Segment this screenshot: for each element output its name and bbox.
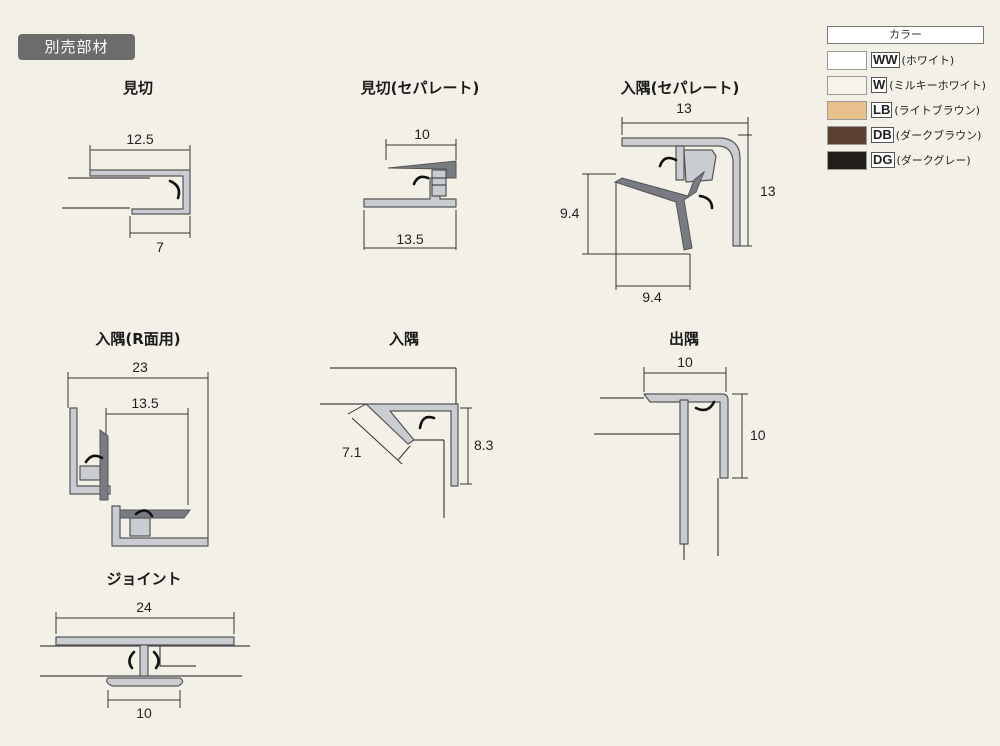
- r-bracket: [79, 465, 101, 481]
- part-title-irisumi: 入隅: [389, 330, 419, 348]
- dim-label: 7: [156, 239, 164, 255]
- corner-stem: [675, 145, 685, 181]
- dim-label: 10: [136, 705, 152, 721]
- separate-cap: [387, 160, 457, 179]
- dim-ext: [347, 403, 367, 415]
- color-code: DG: [871, 152, 895, 168]
- hook-mark: [84, 454, 104, 464]
- outer-corner-stem: [679, 399, 689, 545]
- dim-label: 9.4: [560, 205, 580, 221]
- dim-label: 24: [136, 599, 152, 615]
- dim-label: 13: [676, 100, 692, 116]
- dim-label: 13: [760, 183, 776, 199]
- hook-mark: [152, 650, 160, 670]
- joint-base: [106, 677, 184, 687]
- part-title-mikiri: 見切: [122, 79, 153, 97]
- dim-line: [351, 417, 403, 465]
- corner-cap: [613, 170, 706, 251]
- color-swatch: [827, 75, 867, 95]
- part-desumi: 出隅 10 10: [594, 330, 766, 560]
- r-profile-left: [69, 407, 111, 495]
- dim-label: 10: [414, 126, 430, 142]
- color-name: (ホワイト): [901, 54, 955, 67]
- color-name: (ミルキーホワイト): [889, 79, 986, 92]
- hook-mark: [418, 415, 436, 430]
- legend-row-dg: DG (ダークグレー): [827, 150, 987, 170]
- dim-label: 9.4: [642, 289, 662, 305]
- color-swatch: [827, 50, 867, 70]
- legend-row-w: W (ミルキーホワイト): [827, 75, 987, 95]
- part-title-mikiri-sep: 見切(セパレート): [360, 79, 480, 97]
- hook-mark: [168, 179, 181, 200]
- dim-label: 23: [132, 359, 148, 375]
- anchor-stem: [431, 169, 447, 197]
- color-name: (ダークブラウン): [895, 129, 982, 142]
- color-name: (ダークグレー): [896, 154, 971, 167]
- dim-label: 13.5: [131, 395, 158, 411]
- hook-mark: [698, 194, 714, 210]
- dim-label: 7.1: [342, 444, 362, 460]
- joint-step: [159, 645, 196, 667]
- dim-label: 12.5: [126, 131, 153, 147]
- mikiri-profile: [89, 169, 191, 215]
- part-mikiri: 見切 12.5 7: [62, 79, 191, 255]
- part-irisumi-r: 入隅(R面用) 23 13.5: [67, 330, 209, 547]
- legend-row-lb: LB (ライトブラウン): [827, 100, 987, 120]
- color-swatch: [827, 100, 867, 120]
- color-code: LB: [871, 102, 893, 118]
- outer-corner-profile: [643, 393, 729, 479]
- part-title-irisumi-r: 入隅(R面用): [95, 330, 180, 348]
- joint-stem: [139, 644, 149, 677]
- hook-mark: [694, 400, 716, 412]
- legend-row-db: DB (ダークブラウン): [827, 125, 987, 145]
- hook-mark: [658, 156, 678, 168]
- r-cap-bottom: [119, 509, 191, 519]
- joint-cap: [55, 636, 235, 646]
- corner-insert: [683, 149, 717, 183]
- corner-profile: [365, 403, 459, 487]
- legend-header: カラー: [827, 26, 984, 44]
- part-title-joint: ジョイント: [106, 570, 181, 588]
- dim-label: 13.5: [396, 231, 423, 247]
- color-swatch: [827, 125, 867, 145]
- r-anchor: [129, 517, 151, 537]
- dim-ext: [397, 445, 411, 461]
- section-tag: 別売部材: [18, 34, 135, 60]
- dim-label: 8.3: [474, 437, 494, 453]
- corner-profile: [621, 137, 741, 247]
- hook-mark: [128, 650, 136, 670]
- r-profile-bottom: [111, 505, 209, 547]
- hook-mark: [134, 509, 154, 518]
- color-swatch: [827, 150, 867, 170]
- color-legend: カラー WW (ホワイト) W (ミルキーホワイト) LB (ライトブラウン) …: [827, 26, 987, 175]
- part-irisumi: 入隅 7.1 8.3: [320, 330, 494, 518]
- legend-row-ww: WW (ホワイト): [827, 50, 987, 70]
- color-code: WW: [871, 52, 900, 68]
- color-code: W: [871, 77, 888, 93]
- part-title-irisumi-sep: 入隅(セパレート): [621, 79, 740, 97]
- part-mikiri-sep: 見切(セパレート) 10 13.5: [360, 79, 480, 250]
- hook-mark: [412, 175, 430, 186]
- dim-label: 10: [677, 354, 693, 370]
- color-name: (ライトブラウン): [894, 104, 980, 117]
- r-cap-left: [99, 429, 109, 501]
- dim-label: 10: [750, 427, 766, 443]
- color-code: DB: [871, 127, 894, 143]
- part-title-desumi: 出隅: [669, 330, 699, 348]
- part-joint: ジョイント 24 10: [40, 570, 250, 721]
- part-irisumi-sep: 入隅(セパレート) 13 13 9.4 9.4: [560, 79, 776, 305]
